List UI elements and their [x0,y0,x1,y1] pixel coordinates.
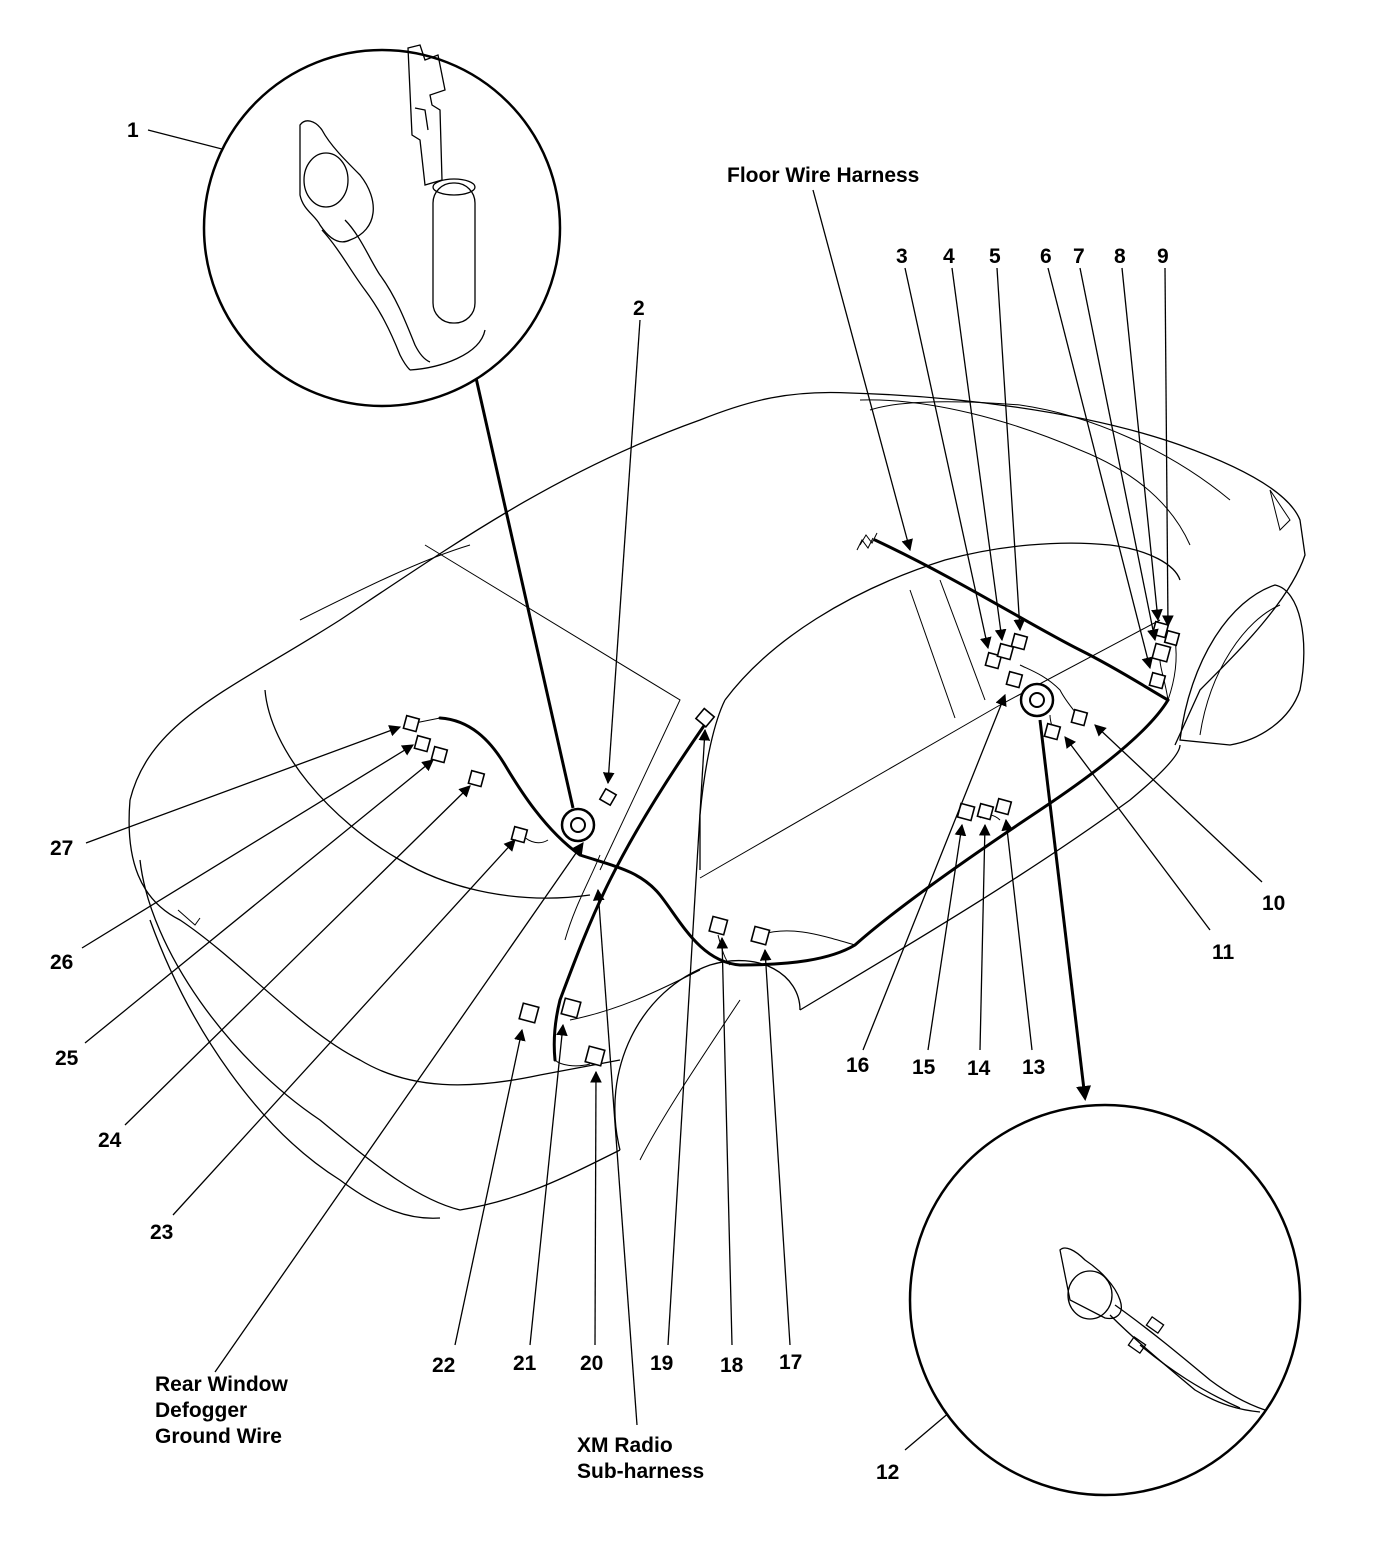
callout-22: 22 [432,1354,456,1377]
callout-25: 25 [55,1047,79,1070]
callout-19: 19 [650,1352,674,1375]
detail-circle-bottom [908,1103,1302,1497]
xm-radio-line-2: Sub-harness [577,1460,705,1483]
callout-7: 7 [1073,245,1085,268]
car-body-outline [128,391,1306,1219]
callout-18: 18 [720,1354,744,1377]
callout-26: 26 [50,951,74,974]
ground-point-right [1019,682,1055,718]
callout-20: 20 [580,1352,604,1375]
callout-23: 23 [150,1221,174,1244]
callout-11: 11 [1212,941,1235,964]
leader-lines [81,129,1263,1451]
callout-21: 21 [513,1352,537,1375]
rear-window-defogger-line-1: Rear Window [155,1373,288,1396]
callout-4: 4 [943,245,955,268]
rear-window-defogger-label: Rear Window Defogger Ground Wire [155,1372,288,1450]
callout-16: 16 [846,1054,870,1077]
callout-27: 27 [50,837,74,860]
floor-wire-harness-label: Floor Wire Harness [727,163,919,189]
callout-6: 6 [1040,245,1052,268]
callout-3: 3 [896,245,908,268]
callout-12: 12 [876,1461,900,1484]
callout-1: 1 [127,119,139,142]
callout-17: 17 [779,1351,803,1374]
callout-24: 24 [98,1129,122,1152]
callout-15: 15 [912,1056,936,1079]
callout-14: 14 [967,1057,991,1080]
rear-window-defogger-line-3: Ground Wire [155,1425,282,1448]
xm-radio-line-1: XM Radio [577,1434,673,1457]
ground-point-left [560,807,596,843]
callout-8: 8 [1114,245,1126,268]
callout-9: 9 [1157,245,1169,268]
callout-2: 2 [633,297,645,320]
detail-circle-top [202,44,562,408]
connectors [402,620,1181,1067]
floor-wire-harness-text: Floor Wire Harness [727,164,920,187]
callout-10: 10 [1262,892,1286,915]
callout-5: 5 [989,245,1001,268]
rear-window-defogger-line-2: Defogger [155,1399,248,1422]
callout-13: 13 [1022,1056,1046,1079]
xm-radio-label: XM Radio Sub-harness [577,1433,704,1485]
